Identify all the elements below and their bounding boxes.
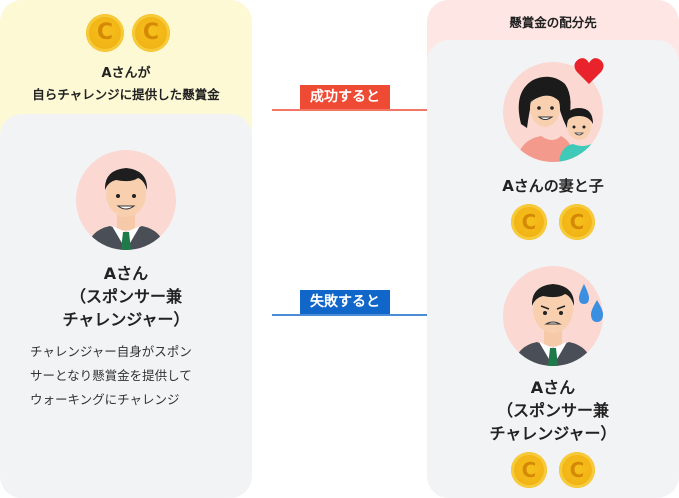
challenger-name-line2: （スポンサー兼 <box>69 287 182 306</box>
prize-line-1: Aさんが <box>101 66 151 81</box>
distribution-title: 懸賞金の配分先 <box>509 15 597 30</box>
coin-icon: C <box>86 14 124 52</box>
heart-icon <box>574 58 604 84</box>
distribution-card: 懸賞金の配分先 Aさんの妻と子 C C <box>427 0 679 498</box>
failure-recipient-line2: （スポンサー兼 <box>496 401 609 420</box>
sad-businessman-icon <box>513 284 593 366</box>
challenger-description: チャレンジャー自身がスポン サーとなり懸賞金を提供して ウォーキングにチャレンジ <box>30 340 240 412</box>
coin-icon: C <box>559 204 595 240</box>
coin-icon: C <box>132 14 170 52</box>
coin-icon: C <box>559 452 595 488</box>
challenger-name-line1: Aさん <box>103 264 149 283</box>
success-label: 成功すると <box>300 85 390 109</box>
failure-label: 失敗すると <box>300 290 390 314</box>
sweat-drops-icon <box>579 284 603 322</box>
success-recipient: Aさんの妻と子 <box>502 177 604 195</box>
description-line: サーとなり懸賞金を提供して <box>30 368 192 383</box>
challenger-name-line3: チャレンジャー） <box>62 310 190 329</box>
challenger-avatar <box>76 150 176 250</box>
description-line: チャレンジャー自身がスポン <box>30 344 192 359</box>
failure-recipient-line3: チャレンジャー） <box>489 424 617 443</box>
failure-recipient-line1: Aさん <box>530 378 576 397</box>
coin-icon: C <box>511 452 547 488</box>
challenger-card: C C Aさんが 自らチャレンジに提供した懸賞金 Aさん （スポンサー兼 チャレ… <box>0 0 252 498</box>
description-line: ウォーキングにチャレンジ <box>30 392 180 407</box>
wife-and-child-icon <box>517 76 599 162</box>
prize-line-2: 自らチャレンジに提供した懸賞金 <box>32 87 220 102</box>
businessman-icon <box>86 168 166 250</box>
failure-avatar <box>503 266 603 366</box>
coin-icon: C <box>511 204 547 240</box>
